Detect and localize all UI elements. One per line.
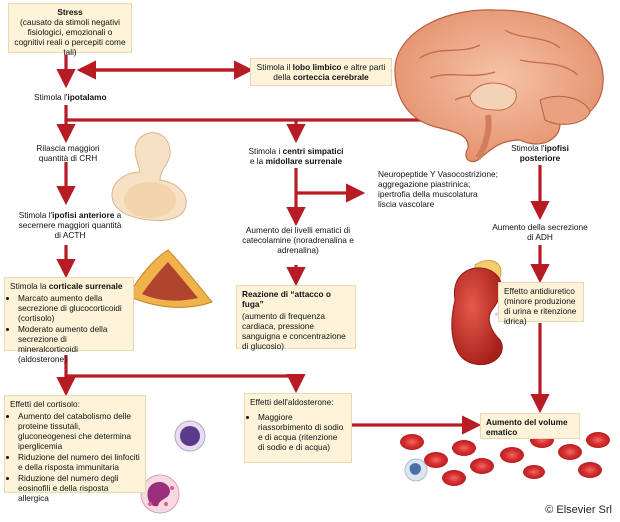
sympathetic-text-1: Stimola i xyxy=(248,146,283,156)
blood-volume-box: Aumento del volume ematico xyxy=(480,413,580,439)
limbic-text-2: e altre parti della xyxy=(273,62,386,82)
hypothalamus-bold: ipotalamo xyxy=(67,92,107,102)
copyright-label: © Elsevier Srl xyxy=(545,504,612,516)
anterior-pituitary-bold: ipofisi anteriore xyxy=(52,210,115,220)
adrenal-gland-illustration xyxy=(127,249,213,308)
list-item: Riduzione del numero degli eosinofili e … xyxy=(18,473,140,503)
hypothalamus-label: Stimola l'ipotalamo xyxy=(34,92,107,102)
stress-title: Stress xyxy=(57,7,83,17)
cortisol-title: Effetti del cortisolo: xyxy=(10,399,80,409)
hypothalamus-text: Stimola l' xyxy=(34,92,68,102)
anterior-pituitary-label: Stimola l'ipofisi anteriore a secernere … xyxy=(18,210,122,240)
limbic-text-1: Stimola il xyxy=(256,62,293,72)
sympathetic-label: Stimola i centri simpatici e la midollar… xyxy=(246,146,346,166)
crh-label: Rilascia maggiori quantità di CRH xyxy=(36,143,100,163)
sympathetic-bold-1: centri simpatici xyxy=(282,146,344,156)
list-item: Riduzione del numero dei linfociti e del… xyxy=(18,452,140,472)
adrenal-cortex-box: Stimola la corticale surrenale Marcato a… xyxy=(4,277,134,364)
list-item: Maggiore riassorbimento di sodio e di ac… xyxy=(258,412,346,452)
stress-box: Stress (causato da stimoli negativi fisi… xyxy=(8,3,132,57)
brain-illustration xyxy=(394,9,604,163)
list-item: Aumento del catabolismo delle proteine t… xyxy=(18,411,140,451)
list-item: Marcato aumento della secrezione di gluc… xyxy=(18,293,128,323)
eosinophil-illustration xyxy=(140,474,180,514)
aldosterone-effects-box: Effetti dell'aldosterone: Maggiore riass… xyxy=(244,393,352,463)
cortex-text: Stimola la xyxy=(10,281,49,291)
posterior-pituitary-text: Stimola l' xyxy=(511,143,545,153)
blood-volume-text: Aumento del volume ematico xyxy=(486,417,568,437)
fight-or-flight-detail: (aumento di frequenza cardiaca, pression… xyxy=(242,311,346,351)
cortisol-list: Aumento del catabolismo delle proteine t… xyxy=(10,411,140,503)
anterior-pituitary-text-1: Stimola l' xyxy=(18,210,53,220)
limbic-text-bold-2: corteccia cerebrale xyxy=(293,72,369,82)
cortex-list: Marcato aumento della secrezione di gluc… xyxy=(10,293,128,364)
stress-detail: (causato da stimoli negativi fisiologici… xyxy=(14,17,126,57)
adh-label: Aumento della secrezione di ADH xyxy=(492,222,588,242)
aldosterone-list: Maggiore riassorbimento di sodio e di ac… xyxy=(250,412,346,452)
list-item: Moderato aumento della secrezione di min… xyxy=(18,324,128,364)
fight-or-flight-title: Reazione di “attacco o fuga” xyxy=(242,289,331,309)
anterior-pituitary-text-2: a secernere maggiori quantità di ACTH xyxy=(18,210,122,240)
pituitary-gland-illustration xyxy=(111,132,187,221)
neuropeptide-label: Neuropeptide Y Vasocostrizione; aggregaz… xyxy=(378,169,498,209)
antidiuretic-text: Effetto antidiuretico (minore produzione… xyxy=(504,286,577,326)
antidiuretic-box: Effetto antidiuretico (minore produzione… xyxy=(498,282,584,326)
cortex-bold: corticale surrenale xyxy=(48,281,123,291)
limbic-text-bold-1: lobo limbico xyxy=(292,62,342,72)
limbic-box: Stimola il lobo limbico e altre parti de… xyxy=(250,58,392,86)
cortisol-effects-box: Effetti del cortisolo: Aumento del catab… xyxy=(4,395,146,503)
posterior-pituitary-label: Stimola l'ipofisi posteriore xyxy=(500,143,580,163)
sympathetic-bold-2: midollare surrenale xyxy=(265,156,343,166)
kidney-illustration xyxy=(451,260,522,366)
sympathetic-text-2: e la xyxy=(249,156,266,166)
fight-or-flight-box: Reazione di “attacco o fuga” (aumento di… xyxy=(236,285,356,351)
aldosterone-title: Effetti dell'aldosterone: xyxy=(250,397,334,407)
lymphocyte-illustration xyxy=(174,420,428,482)
red-blood-cells-illustration xyxy=(400,432,610,486)
catecholamines-label: Aumento dei livelli ematici di catecolam… xyxy=(242,225,354,255)
posterior-pituitary-bold: ipofisi posteriore xyxy=(519,143,569,163)
